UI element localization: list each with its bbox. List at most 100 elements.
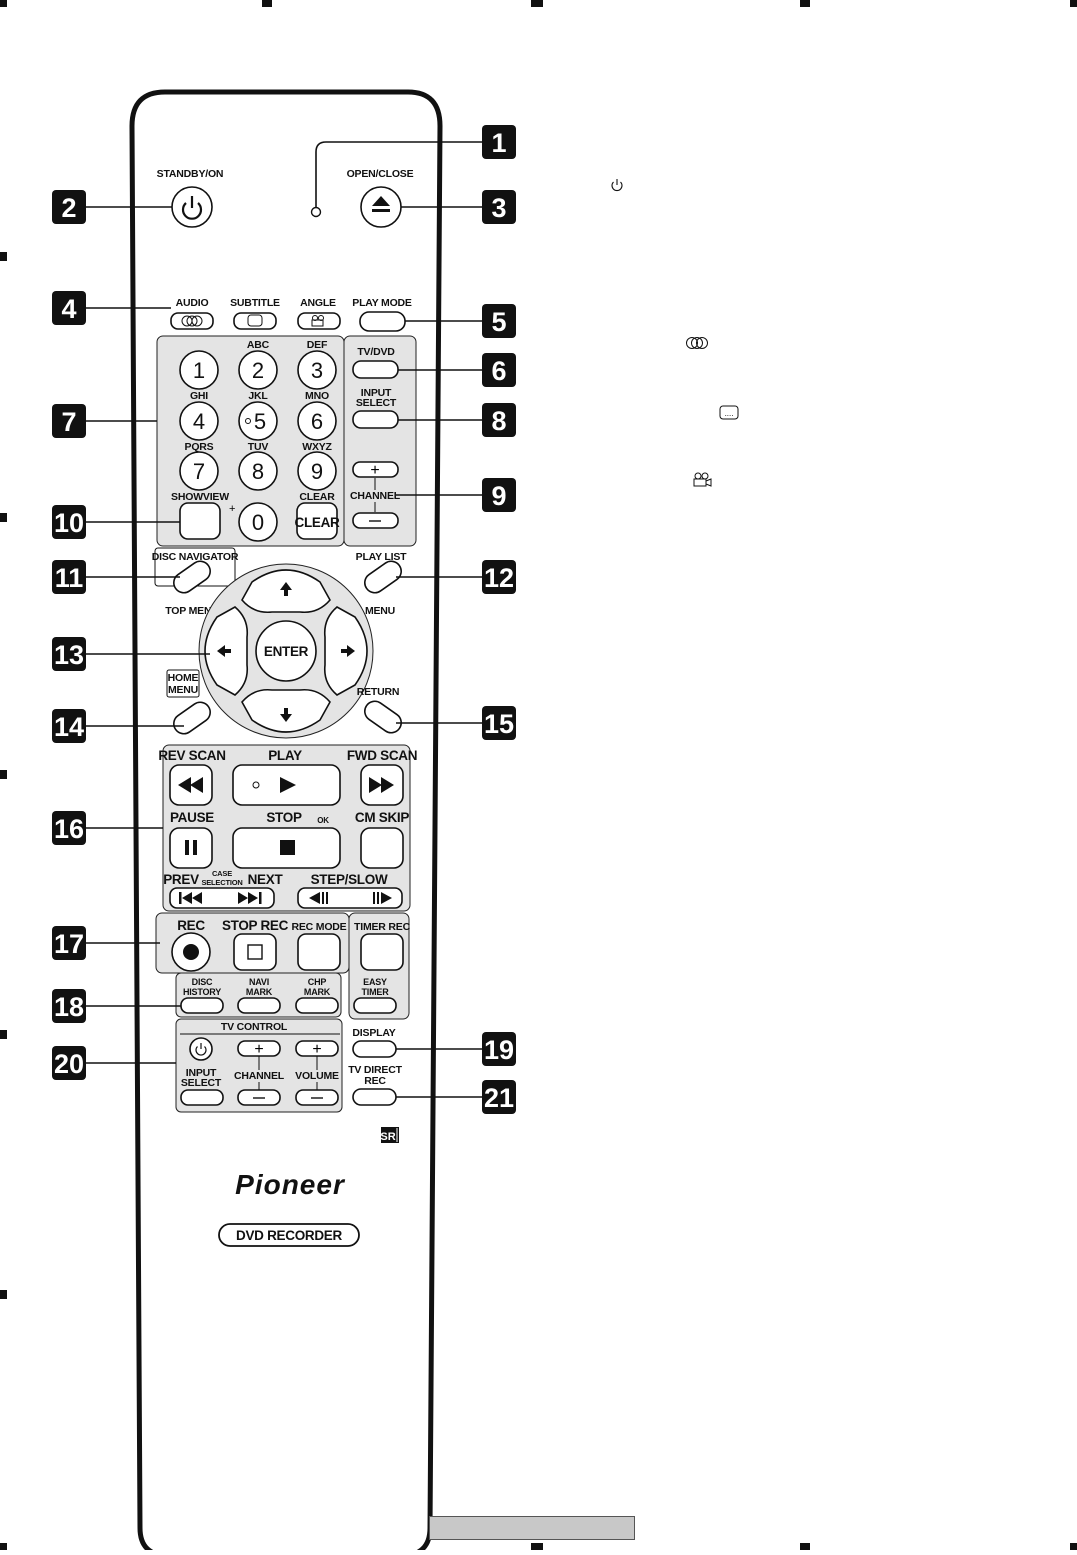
tv-dvd-label: TV/DVD xyxy=(357,346,395,358)
digit-2-button[interactable]: 2 xyxy=(238,350,278,390)
brand-logo: Pioneer xyxy=(235,1169,346,1200)
timer-rec-button[interactable] xyxy=(360,933,404,971)
rev-scan-button[interactable] xyxy=(169,764,213,806)
digit-3-button[interactable]: 3 xyxy=(297,350,337,390)
enter-button[interactable]: ENTER xyxy=(255,620,317,682)
skip-back-icon xyxy=(179,892,202,904)
tv-direct-rec-label: REC xyxy=(364,1075,386,1087)
digit-4-button[interactable]: 4 xyxy=(179,401,219,441)
play-mode-button[interactable] xyxy=(359,311,406,332)
angle-icon xyxy=(311,315,324,327)
tv-power-button[interactable] xyxy=(189,1037,213,1061)
plus-icon: + xyxy=(370,462,379,479)
step-slow-button[interactable] xyxy=(297,887,403,909)
keypad-letters: GHI xyxy=(190,390,208,402)
digit-label: 7 xyxy=(193,459,205,484)
callout-badge: 13 xyxy=(52,637,86,671)
plus-icon: + xyxy=(254,1041,263,1058)
stop-button[interactable] xyxy=(232,827,341,869)
digit-8-button[interactable]: 8 xyxy=(238,451,278,491)
stop-rec-button[interactable] xyxy=(233,933,277,971)
prev-next-button[interactable] xyxy=(169,887,275,909)
cm-skip-button[interactable] xyxy=(360,827,404,869)
tv-direct-rec-button[interactable] xyxy=(352,1088,397,1106)
digit-7-button[interactable]: 7 xyxy=(179,451,219,491)
stop-label: STOP xyxy=(266,810,302,825)
pause-button[interactable] xyxy=(169,827,213,869)
easy-timer-button[interactable] xyxy=(353,997,397,1014)
disc-history-button[interactable] xyxy=(180,997,224,1014)
disc-navigator-button[interactable] xyxy=(170,557,214,596)
tv-input-select-label: INPUT xyxy=(186,1067,217,1079)
subtitle-icon xyxy=(247,314,263,327)
tv-input-select-button[interactable] xyxy=(180,1089,224,1106)
callout-badge: 4 xyxy=(52,291,86,325)
arrow-right-icon xyxy=(341,645,355,657)
svg-text:3: 3 xyxy=(491,193,506,223)
disc-navigator-label: DISC NAVIGATOR xyxy=(152,551,239,563)
svg-text:9: 9 xyxy=(491,481,506,511)
indicator-led xyxy=(310,206,322,218)
channel-down-button[interactable] xyxy=(352,512,399,529)
tv-volume-up-button[interactable]: + xyxy=(295,1040,339,1058)
rec-button[interactable] xyxy=(171,932,211,972)
display-label: DISPLAY xyxy=(352,1027,395,1039)
power-icon xyxy=(611,179,623,192)
audio-button[interactable] xyxy=(170,312,214,330)
rec-mode-button[interactable] xyxy=(297,933,341,971)
callout-badge: 2 xyxy=(52,190,86,224)
callout-badge: 11 xyxy=(52,560,86,594)
disc-history-label: DISC xyxy=(192,977,213,987)
callout-badge: 7 xyxy=(52,404,86,438)
digit-1-button[interactable]: 1 xyxy=(179,350,219,390)
legend-icons: .... xyxy=(611,179,739,487)
fast-forward-icon xyxy=(369,777,394,793)
svg-text:19: 19 xyxy=(484,1035,514,1065)
digit-6-button[interactable]: 6 xyxy=(297,401,337,441)
angle-button[interactable] xyxy=(297,312,341,330)
tv-volume-label-bg xyxy=(295,1070,339,1082)
subtitle-button[interactable] xyxy=(233,312,277,330)
open-close-button[interactable] xyxy=(360,186,402,228)
showview-button[interactable] xyxy=(179,502,221,540)
tactile-dot xyxy=(245,418,251,424)
digit-0-button[interactable]: 0 xyxy=(238,502,278,542)
play-list-button[interactable] xyxy=(361,557,405,596)
clear-button[interactable]: CLEAR xyxy=(295,502,341,540)
standby-button[interactable] xyxy=(171,186,213,228)
tv-channel-up-button[interactable]: + xyxy=(237,1040,281,1058)
model-label: DVD RECORDER xyxy=(236,1228,342,1243)
svg-text:2: 2 xyxy=(61,193,76,223)
plus-mark: + xyxy=(229,503,235,515)
play-button[interactable] xyxy=(232,764,341,806)
fwd-scan-button[interactable] xyxy=(360,764,404,806)
home-menu-label: MENU xyxy=(168,684,198,696)
menu-label: MENU xyxy=(365,605,395,617)
input-select-button[interactable] xyxy=(352,410,399,429)
play-list-label: PLAY LIST xyxy=(356,551,408,563)
input-select-label: SELECT xyxy=(356,397,397,409)
input-select-label: INPUT xyxy=(361,387,392,399)
play-label: PLAY xyxy=(268,748,302,763)
callout-badge: 1 xyxy=(482,125,516,159)
callout-badge: 17 xyxy=(52,926,86,960)
keypad-letters: TUV xyxy=(248,441,269,453)
tv-volume-down-button[interactable] xyxy=(295,1089,339,1106)
digit-5-button[interactable]: 5 xyxy=(238,401,278,441)
channel-up-button[interactable]: + xyxy=(352,461,399,479)
plus-icon: + xyxy=(312,1041,321,1058)
chp-mark-button[interactable] xyxy=(295,997,339,1014)
svg-text:11: 11 xyxy=(55,563,84,593)
tv-dvd-button[interactable] xyxy=(352,360,399,379)
callout-badge: 12 xyxy=(482,560,516,594)
digit-label: 1 xyxy=(193,358,205,383)
display-button[interactable] xyxy=(352,1040,397,1058)
callout-badge: 15 xyxy=(482,706,516,740)
callout-badge: 5 xyxy=(482,304,516,338)
svg-text:12: 12 xyxy=(484,563,514,593)
keypad-letters: WXYZ xyxy=(302,441,332,453)
navi-mark-button[interactable] xyxy=(237,997,281,1014)
tv-channel-down-button[interactable] xyxy=(237,1089,281,1106)
digit-9-button[interactable]: 9 xyxy=(297,451,337,491)
return-button[interactable] xyxy=(361,697,405,736)
